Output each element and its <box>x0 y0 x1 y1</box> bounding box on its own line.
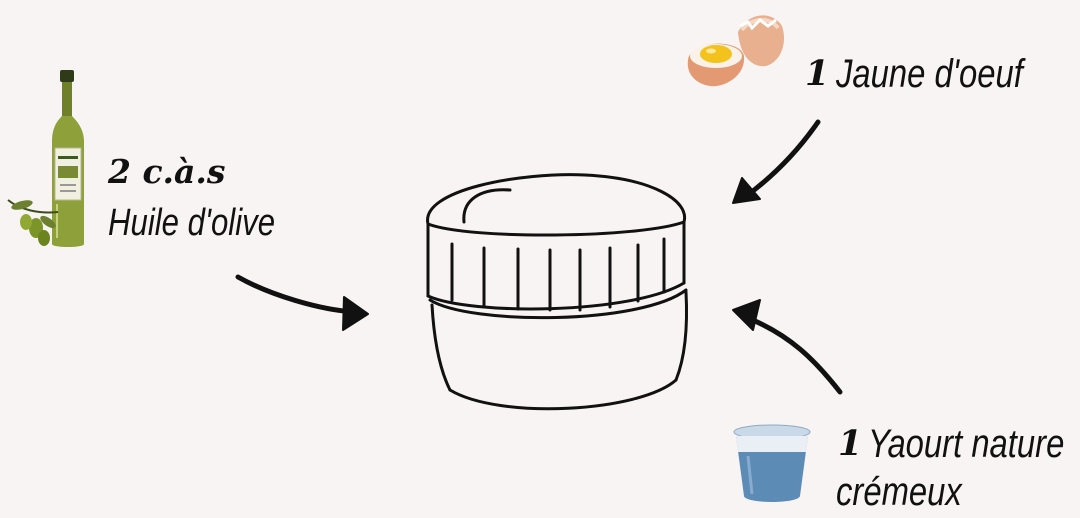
yogurt-quantity: 1 <box>838 423 863 464</box>
olive-oil-name: Huile d'olive <box>108 202 276 244</box>
jar-sketch-icon <box>426 173 688 411</box>
yogurt-name-line1: Yaourt nature <box>868 422 1065 466</box>
arrow-from-yogurt <box>732 299 843 395</box>
arrow-from-egg-yolk <box>732 119 821 204</box>
olive-oil-quantity: 2 c.à.s <box>108 152 226 191</box>
yogurt-name-line2: crémeux <box>836 470 962 514</box>
arrow-from-olive-oil <box>235 274 369 331</box>
egg-yolk-name: Jaune d'oeuf <box>836 52 1023 96</box>
egg-yolk-quantity: 1 <box>805 53 830 94</box>
